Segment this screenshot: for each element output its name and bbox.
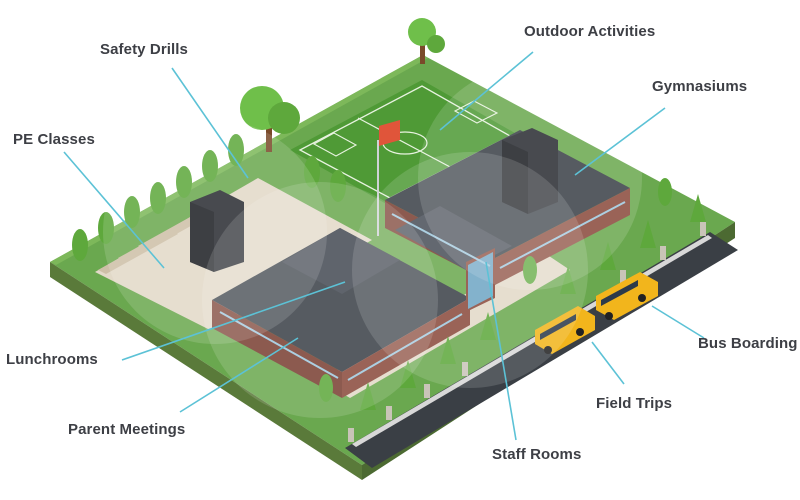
bus-front <box>535 306 595 354</box>
callout-line-lunchrooms <box>121 281 346 361</box>
callout-line-staff-rooms <box>485 261 517 441</box>
callout-line-safety-drills <box>171 67 249 179</box>
label-outdoor-activities: Outdoor Activities <box>524 23 656 40</box>
label-staff-rooms: Staff Rooms <box>492 446 582 463</box>
callout-lines <box>63 51 705 441</box>
speaker-right <box>502 128 558 214</box>
callout-line-field-trips <box>591 341 625 385</box>
callout-line-parent-meetings <box>179 337 299 413</box>
label-gymnasiums: Gymnasiums <box>652 78 748 95</box>
coverage-zones <box>103 66 642 418</box>
flagpole <box>377 120 400 236</box>
windows <box>219 201 626 381</box>
callout-line-outdoor-activities <box>439 51 534 131</box>
label-field-trips: Field Trips <box>596 395 673 412</box>
label-pe-classes: PE Classes <box>13 131 95 148</box>
label-bus-boarding: Bus Boarding <box>698 335 798 352</box>
callout-line-pe-classes <box>63 151 165 269</box>
callout-line-bus-boarding <box>651 305 705 339</box>
bus-rear <box>596 272 658 320</box>
label-parent-meetings: Parent Meetings <box>68 421 186 438</box>
fence <box>348 222 706 442</box>
label-lunchrooms: Lunchrooms <box>6 351 98 368</box>
callout-line-gymnasiums <box>574 107 666 176</box>
main-building <box>212 228 470 398</box>
speaker-left <box>190 190 244 272</box>
trees <box>72 18 706 410</box>
label-safety-drills: Safety Drills <box>100 41 189 58</box>
